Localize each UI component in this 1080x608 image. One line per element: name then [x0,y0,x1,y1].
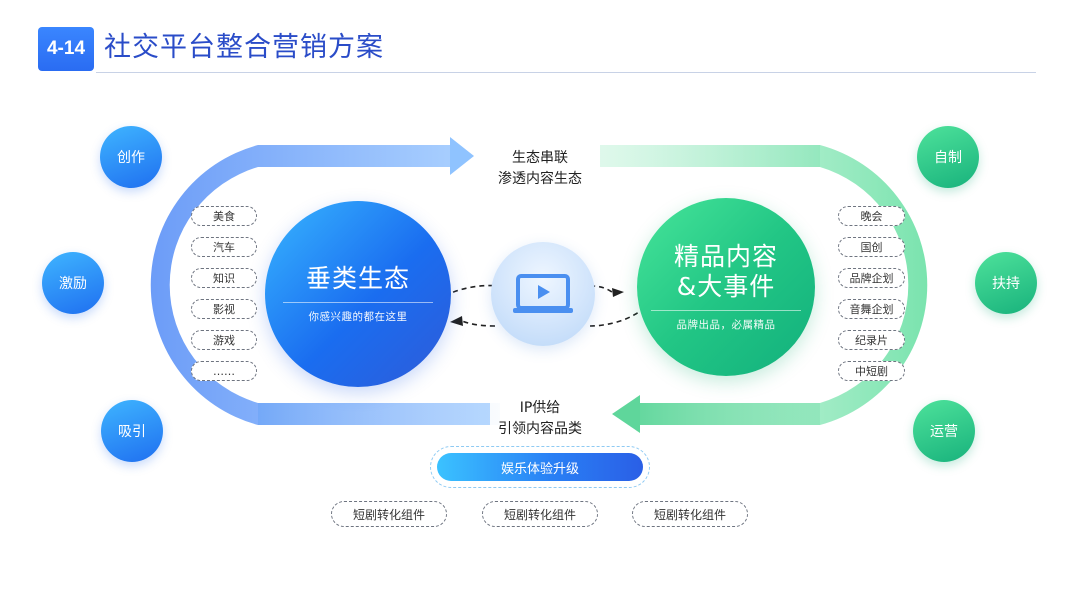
hub-divider [283,302,433,303]
node-attract: 吸引 [101,400,163,462]
node-create: 创作 [100,126,162,188]
entertainment-upgrade-bar: 娱乐体验升级 [437,453,643,481]
top-caption-line2: 渗透内容生态 [498,171,582,187]
dashed-arrow-upper [429,284,501,307]
bottom-tag: 短剧转化组件 [482,501,598,527]
bottom-tag: 短剧转化组件 [331,501,447,527]
blue-loop-bottom-fade [258,403,500,425]
left-tag: 汽车 [191,237,257,257]
node-support: 扶持 [975,252,1037,314]
left-tag: 游戏 [191,330,257,350]
top-caption: 生态串联 渗透内容生态 [460,148,620,190]
left-tag: 美食 [191,206,257,226]
video-screen-icon [513,274,573,313]
right-tag: 晚会 [838,206,905,226]
top-caption-line1: 生态串联 [512,150,568,166]
right-tag: 音舞企划 [838,299,905,319]
dashed-arrow-lower-left [459,319,496,327]
blue-arrow-head [450,137,474,175]
green-loop-bottom-band [640,403,820,425]
bottom-tag: 短剧转化组件 [632,501,748,527]
bottom-caption-line1: IP供给 [519,400,561,416]
page-title: 社交平台整合营销方案 [104,32,384,63]
header-divider [96,72,1036,73]
hub-title: 垂类生态 [305,264,410,293]
dashed-arrowhead-left [450,316,463,326]
hub-title-line2: &大事件 [676,272,776,301]
bottom-caption: IP供给 引领内容品类 [460,398,620,440]
node-operate: 运营 [913,400,975,462]
dashed-arrowhead-right [612,288,624,297]
bottom-caption-line2: 引领内容品类 [498,421,582,437]
center-media-circle [491,242,595,346]
premium-content-hub: 精品内容 &大事件 品牌出品，必属精品 [637,198,815,376]
right-tag: 纪录片 [838,330,905,350]
hub-title-line1: 精品内容 [673,242,778,271]
right-tag: 中短剧 [838,361,905,381]
left-tag: 影视 [191,299,257,319]
green-arrow-head [612,395,640,433]
hub-subtitle: 品牌出品，必属精品 [676,319,776,331]
right-tag: 品牌企划 [838,268,905,288]
left-tag: …… [191,361,257,381]
left-tag: 知识 [191,268,257,288]
entertainment-upgrade-frame: 娱乐体验升级 [430,446,650,488]
hub-divider [651,310,801,311]
section-number-badge: 4-14 [38,27,94,71]
green-loop-top-fade [600,145,820,167]
node-incentive: 激励 [42,252,104,314]
node-self-produce: 自制 [917,126,979,188]
right-tag: 国创 [838,237,905,257]
vertical-ecosystem-hub: 垂类生态 你感兴趣的都在这里 [265,201,451,387]
hub-subtitle: 你感兴趣的都在这里 [308,311,408,323]
